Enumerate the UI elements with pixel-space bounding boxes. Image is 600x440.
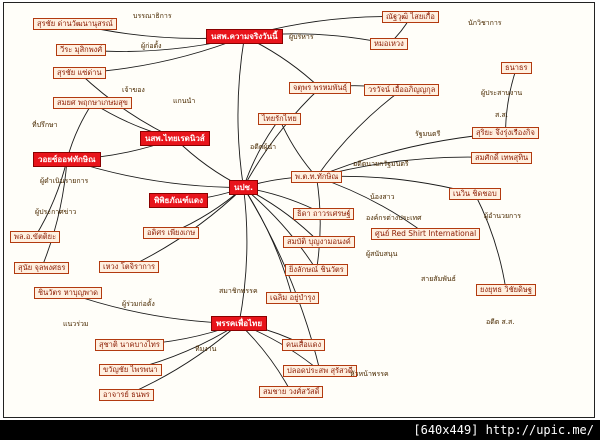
relation-label: ผู้ดำเนินรายการ: [40, 177, 89, 185]
person-veera: วีระ มุสิกพงศ์: [56, 44, 107, 56]
hub-red-museum: พิพิธภัณฑ์แดง: [149, 193, 209, 208]
relation-label: รัฐมนตรี: [415, 130, 441, 138]
person-sombat: สมบัติ บุญงามอนงค์: [283, 236, 355, 248]
connector-line: [126, 323, 240, 396]
person-nattawut: ณัฐวุฒิ ไสยเกื้อ: [382, 11, 439, 23]
person-suriya: สุริยะ จึงรุ่งเรืองกิจ: [472, 127, 539, 139]
person-yingluck: ยิ่งลักษณ์ ชินวัตร: [285, 264, 348, 276]
connector-line: [243, 187, 317, 271]
relation-label: แนวร่วม: [63, 320, 89, 328]
org-red-shirt-international: ศูนย์ Red Shirt International: [371, 228, 481, 240]
person-chalerm: เฉลิม อยู่บำรุง: [266, 292, 320, 304]
hub-pheu-thai-party: พรรคเพื่อไทย: [211, 316, 268, 331]
connector-line: [316, 176, 426, 235]
connector-line: [238, 187, 248, 324]
relation-label: ผู้ประกาศข่าว: [35, 208, 77, 216]
connector-line: [316, 89, 402, 178]
connector-line: [243, 87, 321, 188]
connector-line: [34, 159, 68, 238]
person-thaksin: พ.ต.ท.ทักษิณ: [291, 171, 343, 183]
connector-line: [505, 67, 517, 134]
person-worawat: วรวัจน์ เอื้ออภิญญกุล: [364, 84, 440, 96]
relation-label: หัวหน้าพรรค: [350, 370, 389, 378]
person-thanaporn: อาจารย์ ธนพร: [99, 389, 154, 401]
person-kwanchai: ขวัญชัย ไพรพนา: [99, 364, 162, 376]
person-yongyut: ยงยุทธ วิชัยดิษฐ: [476, 284, 537, 296]
relation-label: สายสัมพันธ์: [421, 275, 456, 283]
person-thida: ธิดา ถาวรเศรษฐ์: [293, 208, 355, 220]
person-thanathorn: ธนาธร: [501, 62, 532, 74]
relation-label: อดีต ส.ส.: [486, 318, 515, 326]
person-surachai: สุรชัย แซ่ด่าน: [53, 67, 106, 79]
person-weng: เหวง โตจิราการ: [99, 261, 160, 273]
person-jatuporn: จตุพร พรหมพันธุ์: [289, 82, 352, 94]
hub-center: นปช.: [229, 180, 259, 195]
person-sunai: สุนัย จุลพงศธร: [14, 262, 70, 274]
connector-line: [244, 36, 321, 89]
hub-newspaper: นสพ.ความจริงวันนี้: [206, 29, 283, 44]
relation-label: น้องสาว: [370, 193, 395, 201]
person-adisorn: อดิศร เพียงเกษ: [143, 227, 200, 239]
relation-label: อดีตนายกรัฐมนตรี: [353, 160, 409, 168]
relation-label: บรรณาธิการ: [133, 12, 172, 20]
relation-label: อดีตผู้นำ: [250, 143, 277, 151]
hub-redshirt-news: นสพ.ไทยเรดนิวส์: [140, 131, 210, 146]
connector-line: [238, 323, 292, 393]
connector-line: [474, 193, 507, 291]
relation-label: ผู้อำนวยการ: [484, 212, 521, 220]
relation-label: องค์กรต่างประเทศ: [366, 214, 422, 222]
relation-label: ผู้สนับสนุน: [366, 250, 398, 258]
hub-voice-of-taksin: วอยซ์ออฟทักษิณ: [33, 152, 101, 167]
relation-label: ทีมงาน: [195, 345, 217, 353]
relation-label: ผู้ร่วมก่อตั้ง: [122, 300, 155, 308]
group-red-shirts: คนเสื้อแดง: [282, 339, 326, 351]
person-chinnawat: ชินวัตร หาบุญพาด: [34, 287, 103, 299]
connector-line: [316, 176, 321, 271]
person-somchai: สมชาย วงศ์สวัสดิ์: [259, 386, 324, 398]
relation-label: ผู้บริหาร: [289, 33, 314, 41]
person-suchat: สุชาติ นาคบางไทร: [95, 339, 164, 351]
relation-label: สมาชิกพรรค: [219, 287, 258, 295]
party-thai-rak-thai: ไทยรักไทย: [258, 113, 301, 125]
person-surachai-left: สุรชัย ด่านวัฒนานุสรณ์: [33, 18, 117, 30]
image-host-caption: [640x449] http://upic.me/: [0, 420, 600, 440]
relation-label: ที่ปรึกษา: [32, 121, 58, 129]
person-mo-weng: หมอเหวง: [370, 38, 408, 50]
person-khattiya: พล.อ.ขัตติยะ: [10, 231, 61, 243]
connector-line: [279, 118, 317, 178]
relation-label: ผู้ก่อตั้ง: [141, 42, 162, 50]
relation-label: ผู้ประสานงาน: [481, 89, 523, 97]
relation-label: เจ้าของ: [122, 86, 145, 94]
person-plodprasop: ปลอดประสพ สุรัสวดี: [283, 365, 357, 377]
relation-label: ส.ส.: [495, 111, 508, 119]
person-somsak: สมศักดิ์ เทพสุทิน: [471, 152, 533, 164]
connector-line: [41, 159, 68, 269]
relation-label: แกนนำ: [173, 97, 196, 105]
connector-line: [237, 36, 245, 188]
relation-label: นักวิชาการ: [468, 19, 502, 27]
person-newin: เนวิน ชิดชอบ: [449, 188, 501, 200]
person-somyot: สมยศ พฤกษาเกษมสุข: [53, 97, 132, 109]
